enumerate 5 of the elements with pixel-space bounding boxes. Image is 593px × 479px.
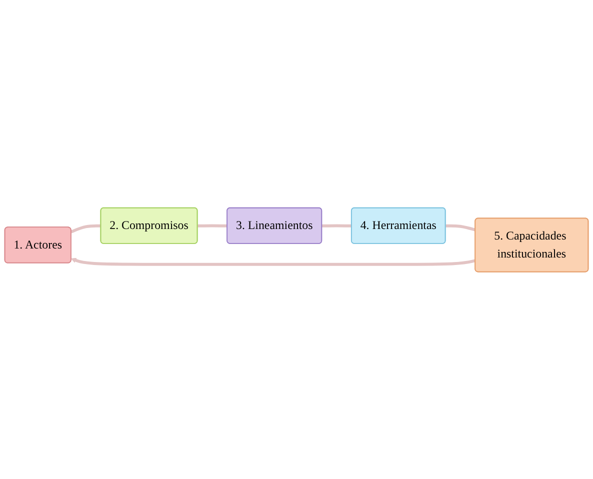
connector [198, 224, 228, 228]
connector [70, 224, 102, 234]
connector [322, 224, 352, 228]
arrow [70, 258, 476, 266]
connector [446, 224, 476, 232]
